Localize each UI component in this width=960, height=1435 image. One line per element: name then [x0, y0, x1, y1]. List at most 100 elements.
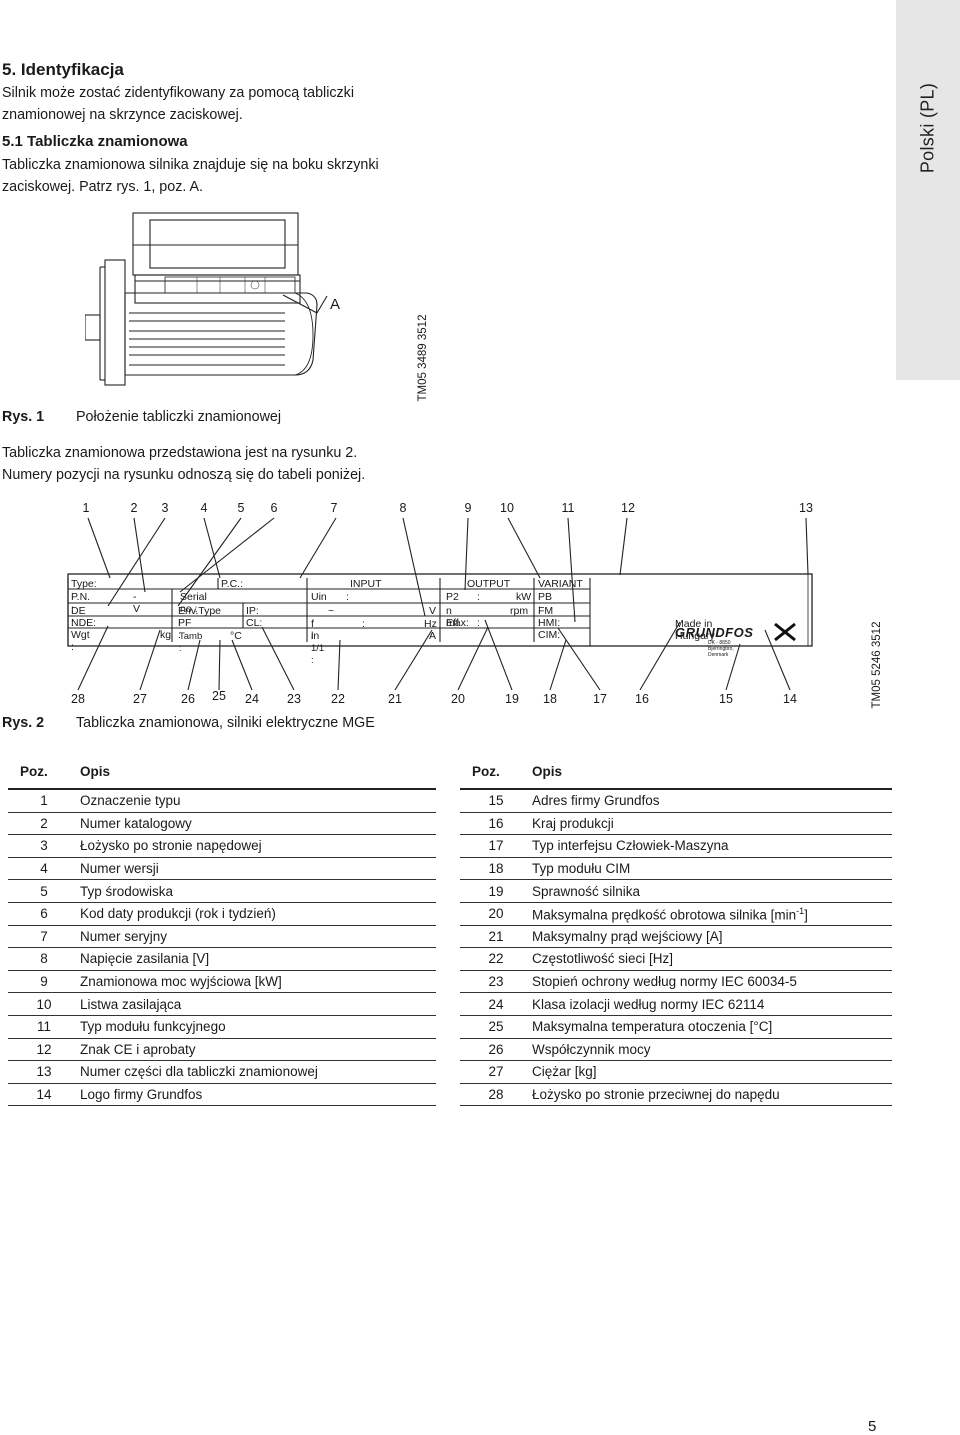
pos-number-top: 12: [621, 501, 635, 515]
row-opis: Klasa izolacji według normy IEC 62114: [532, 992, 892, 1016]
plate-pb: PB :: [538, 591, 553, 615]
pos-number-top: 6: [270, 501, 278, 515]
pos-number-top: 2: [130, 501, 138, 515]
plate-envtype: Env.Type :: [178, 605, 221, 629]
row-poz: 24: [460, 992, 532, 1016]
row-poz: 18: [460, 857, 532, 881]
plate-uin: Uin: [311, 591, 327, 603]
plate-nde: NDE:: [71, 617, 97, 629]
pos-number-top: 3: [161, 501, 169, 515]
plate-hmi: HMI:: [538, 617, 561, 629]
row-poz: 2: [8, 812, 80, 836]
row-opis: Logo firmy Grundfos: [80, 1083, 436, 1107]
intro-line-1: Silnik może zostać zidentyfikowany za po…: [2, 85, 355, 101]
after-line-2: Numery pozycji na rysunku odnoszą się do…: [2, 467, 366, 483]
grundfos-logo: GRUNDFOS: [675, 625, 754, 640]
row-opis: Typ modułu CIM: [532, 857, 892, 881]
pos-number-top: 1: [82, 501, 90, 515]
row-opis: Łożysko po stronie przeciwnej do napędu: [532, 1083, 892, 1107]
table-header-row: Poz. Opis: [8, 760, 436, 790]
row-opis: Znamionowa moc wyjściowa [kW]: [80, 970, 436, 994]
plate-minus-v: - V: [133, 591, 141, 615]
row-opis: Numer części dla tabliczki znamionowej: [80, 1060, 436, 1084]
pos-number-top: 9: [464, 501, 472, 515]
row-opis: Adres firmy Grundfos: [532, 789, 892, 813]
sub-line-2: zaciskowej. Patrz rys. 1, poz. A.: [2, 179, 204, 195]
plate-nmax: n max:: [446, 605, 469, 629]
row-opis: Częstotliwość sieci [Hz]: [532, 947, 892, 971]
pos-number-bottom: 25: [212, 689, 226, 703]
plate-hz: Hz: [424, 618, 437, 630]
plate-colon: :: [362, 618, 365, 630]
after-line-1: Tabliczka znamionowa przedstawiona jest …: [2, 445, 358, 461]
plate-fm: FM :: [538, 605, 554, 629]
fig2-caption-text: Tabliczka znamionowa, silniki elektryczn…: [76, 715, 375, 731]
row-poz: 6: [8, 902, 80, 926]
plate-colon: :: [477, 591, 480, 603]
pos-number-bottom: 19: [505, 692, 519, 706]
row-opis: Numer wersji: [80, 857, 436, 881]
row-poz: 26: [460, 1038, 532, 1062]
fig2-caption: Rys. 2: [2, 715, 44, 731]
row-poz: 14: [8, 1083, 80, 1107]
row-opis: Kraj produkcji: [532, 812, 892, 836]
pos-number-bottom: 15: [719, 692, 733, 706]
plate-v: V: [429, 605, 437, 617]
fig2-tm-code: TM05 5246 3512: [871, 621, 883, 709]
motor-drawing: [85, 212, 328, 386]
fig1-caption-text: Położenie tabliczki znamionowej: [76, 409, 282, 425]
row-poz: 4: [8, 857, 80, 881]
row-poz: 25: [460, 1015, 532, 1039]
label-a: A: [330, 296, 341, 313]
pos-number-bottom: 14: [783, 692, 797, 706]
row-opis: Typ modułu funkcyjnego: [80, 1015, 436, 1039]
plate-type: Type:: [71, 578, 97, 590]
header-poz: Poz.: [460, 760, 532, 790]
row-poz: 27: [460, 1060, 532, 1084]
row-opis: Sprawność silnika: [532, 879, 892, 903]
sub-line-1: Tabliczka znamionowa silnika znajduje si…: [2, 157, 379, 173]
row-poz: 13: [8, 1060, 80, 1084]
plate-wgt: Wgt :: [71, 629, 90, 653]
row-poz: 23: [460, 970, 532, 994]
plate-pc: P.C.:: [221, 578, 243, 590]
row-poz: 15: [460, 789, 532, 813]
row-poz: 1: [8, 789, 80, 813]
pos-number-bottom: 28: [71, 692, 85, 706]
plate-variant: VARIANT: [538, 578, 583, 590]
plate-tilde: ~: [328, 605, 335, 617]
pos-number-bottom: 20: [451, 692, 465, 706]
language-side-tab: Polski (PL): [896, 0, 960, 380]
row-opis: Listwa zasilająca: [80, 992, 436, 1016]
language-label: Polski (PL): [917, 82, 938, 174]
pos-number-bottom: 17: [593, 692, 607, 706]
row-poz: 5: [8, 879, 80, 903]
plate-address: DK - 8850 Bjerringbro, Denmark: [708, 640, 734, 658]
header-opis: Opis: [532, 760, 892, 790]
fig2-caption-label: Rys. 2: [2, 715, 45, 731]
row-opis: Współczynnik mocy: [532, 1038, 892, 1062]
row-opis: Znak CE i aprobaty: [80, 1038, 436, 1062]
row-opis: Maksymalny prąd wejściowy [A]: [532, 925, 892, 949]
nameplate-drawing: [67, 517, 813, 691]
row-opis: Maksymalna prędkość obrotowa silnika [mi…: [532, 902, 892, 926]
table-header-row: Poz. Opis: [460, 760, 892, 790]
pos-number-bottom: 16: [635, 692, 649, 706]
fig1-caption-label: Rys. 1: [2, 409, 45, 425]
plate-p2: P2: [446, 591, 459, 603]
pos-number-top: 4: [200, 501, 208, 515]
plate-kg: kg: [160, 629, 172, 641]
